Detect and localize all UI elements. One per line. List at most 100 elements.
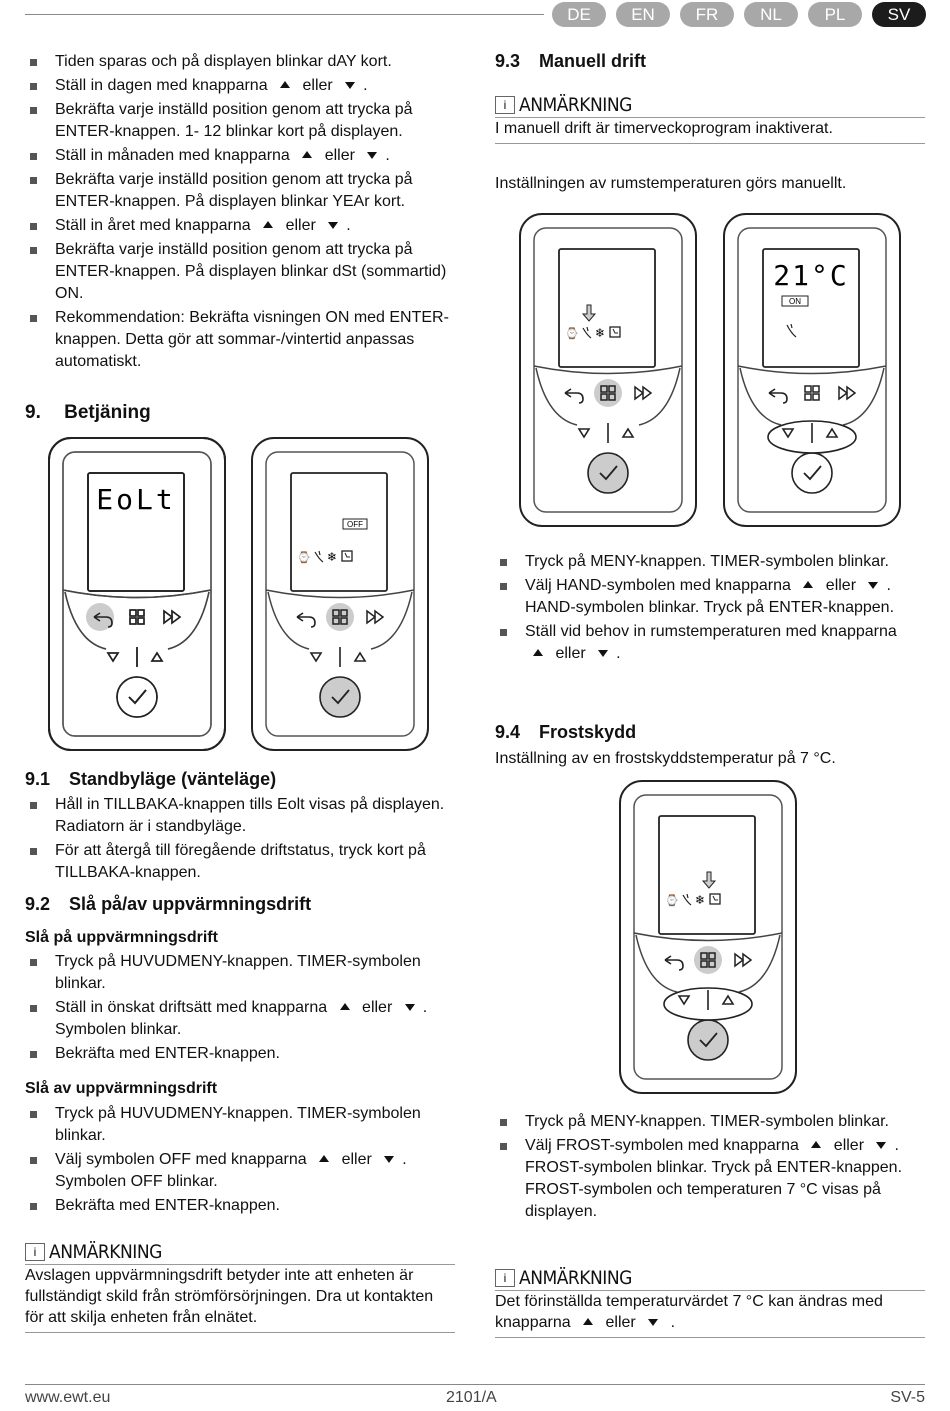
- lang-tab-fr[interactable]: FR: [680, 2, 734, 27]
- footer-rule: [25, 1384, 925, 1385]
- manual-mode-list: Tryck på MENY-knappen. TIMER-symbolen bl…: [495, 551, 925, 667]
- note-box: i ANMÄRKNING Avslagen uppvärmningsdrift …: [25, 1241, 455, 1333]
- thermostat-manual-select-illustration: [519, 213, 697, 527]
- arrow-down-icon: [701, 871, 717, 889]
- section-number: 9.1: [25, 769, 51, 789]
- list-item: För att återgå till föregående driftstat…: [25, 840, 455, 884]
- note-box: i ANMÄRKNING Det förinställda temperatur…: [495, 1267, 925, 1338]
- menu-button-highlight: [594, 379, 622, 407]
- note-text: I manuell drift är timerveckoprogram ina…: [495, 118, 925, 144]
- section-title: Manuell drift: [539, 51, 647, 71]
- list-item: Ställ in dagen med knapparna eller .: [25, 75, 455, 97]
- section-title: Standbyläge (vänteläge): [69, 769, 277, 789]
- thermostat-standby-illustration: EoLt: [48, 437, 226, 751]
- list-item: Bekräfta med ENTER-knappen.: [25, 1195, 455, 1217]
- section-9-1-body: Håll in TILLBAKA-knappen tills Eolt visa…: [25, 794, 455, 886]
- on-badge: ON: [789, 297, 801, 306]
- arrow-up-icon: [302, 151, 313, 159]
- arrow-up-icon: [811, 1141, 822, 1149]
- footer-doc-code: 2101/A: [446, 1389, 497, 1406]
- section-9-3-heading: 9.3 Manuell drift: [495, 51, 646, 72]
- arrow-up-icon: [803, 581, 814, 589]
- lang-tab-de[interactable]: DE: [552, 2, 606, 27]
- heating-on-subheading: Slå på uppvärmningsdrift: [25, 929, 218, 946]
- section-number: 9.2: [25, 894, 51, 914]
- list-item: Ställ in önskat driftsätt med knapparna …: [25, 997, 455, 1041]
- arrow-down-icon: [876, 1142, 887, 1150]
- ok-button-highlight: [320, 677, 360, 717]
- note-text: Avslagen uppvärmningsdrift betyder inte …: [25, 1265, 455, 1333]
- list-item: Tryck på MENY-knappen. TIMER-symbolen bl…: [495, 551, 925, 573]
- menu-button-highlight: [326, 603, 354, 631]
- ok-button-highlight: [588, 453, 628, 493]
- thermostat-manual-temp-illustration: 21°C ON: [723, 213, 901, 527]
- info-icon: i: [25, 1243, 45, 1261]
- list-item: Välj FROST-symbolen med knapparna eller …: [495, 1135, 925, 1223]
- frost-intro-text: Inställning av en frostskyddstemperatur …: [495, 750, 836, 767]
- off-badge: OFF: [347, 520, 363, 529]
- frost-list: Tryck på MENY-knappen. TIMER-symbolen bl…: [495, 1111, 925, 1225]
- section-number: 9.: [25, 402, 41, 423]
- arrow-down-icon: [328, 222, 339, 230]
- lang-tab-sv[interactable]: SV: [872, 2, 926, 27]
- intro-list: Tiden sparas och på displayen blinkar dA…: [25, 51, 455, 373]
- list-item: Rekommendation: Bekräfta visningen ON me…: [25, 307, 455, 373]
- section-number: 9.4: [495, 722, 521, 742]
- heating-off-list: Tryck på HUVUDMENY-knappen. TIMER-symbol…: [25, 1103, 455, 1219]
- section-title: Slå på/av uppvärmningsdrift: [69, 894, 312, 914]
- arrow-up-icon: [339, 1003, 350, 1011]
- left-column: Tiden sparas och på displayen blinkar dA…: [25, 51, 455, 375]
- lcd-temperature: 21°C: [773, 259, 848, 292]
- header-rule: [25, 14, 925, 15]
- menu-button-highlight: [694, 946, 722, 974]
- arrow-down-icon: [598, 650, 609, 658]
- thermostat-frost-illustration: [619, 780, 797, 1094]
- arrow-down-icon: [404, 1004, 415, 1012]
- footer-website[interactable]: www.ewt.eu: [25, 1389, 111, 1406]
- lang-tab-en[interactable]: EN: [616, 2, 670, 27]
- list-item: Bekräfta varje inställd position genom a…: [25, 169, 455, 213]
- footer-page-number: SV-5: [890, 1389, 925, 1406]
- list-item: Ställ in året med knapparna eller .: [25, 215, 455, 237]
- arrow-up-icon: [263, 221, 274, 229]
- list-item: Välj symbolen OFF med knapparna eller . …: [25, 1149, 455, 1193]
- list-item: Tiden sparas och på displayen blinkar dA…: [25, 51, 455, 73]
- section-9-heading: 9. Betjäning: [25, 402, 151, 424]
- note-title: ANMÄRKNING: [519, 1267, 632, 1289]
- up-down-highlight: [767, 420, 857, 454]
- list-item: Håll in TILLBAKA-knappen tills Eolt visa…: [25, 794, 455, 838]
- arrow-down-icon: [868, 582, 879, 590]
- list-item: Ställ in månaden med knapparna eller .: [25, 145, 455, 167]
- note-title: ANMÄRKNING: [519, 94, 632, 116]
- lang-tab-pl[interactable]: PL: [808, 2, 862, 27]
- arrow-down-icon: [345, 82, 356, 90]
- arrow-down-icon: [384, 1156, 395, 1164]
- list-item: Tryck på MENY-knappen. TIMER-symbolen bl…: [495, 1111, 925, 1133]
- lang-tab-nl[interactable]: NL: [744, 2, 798, 27]
- note-title: ANMÄRKNING: [49, 1241, 162, 1263]
- manual-mode-text: Inställningen av rumstemperaturen görs m…: [495, 175, 847, 192]
- list-item: Ställ vid behov in rumstemperaturen med …: [495, 621, 925, 665]
- list-item: Bekräfta varje inställd position genom a…: [25, 99, 455, 143]
- lcd-text: EoLt: [96, 483, 175, 516]
- section-title: Betjäning: [64, 402, 151, 423]
- arrow-down-icon: [581, 304, 597, 322]
- list-item: Bekräfta varje inställd position genom a…: [25, 239, 455, 305]
- heating-off-subheading: Slå av uppvärmningsdrift: [25, 1080, 218, 1097]
- arrow-up-icon: [280, 81, 291, 89]
- ok-button-highlight: [688, 1020, 728, 1060]
- language-tabs: DE EN FR NL PL SV: [544, 2, 926, 27]
- info-icon: i: [495, 96, 515, 114]
- arrow-down-icon: [367, 152, 378, 160]
- arrow-up-icon: [583, 1318, 594, 1326]
- thermostat-off-illustration: OFF: [251, 437, 429, 751]
- section-9-1-heading: 9.1 Standbyläge (vänteläge): [25, 769, 276, 790]
- list-item: Välj HAND-symbolen med knapparna eller .…: [495, 575, 925, 619]
- note-text: Det förinställda temperaturvärdet 7 °C k…: [495, 1291, 925, 1338]
- arrow-up-icon: [319, 1155, 330, 1163]
- list-item: Bekräfta med ENTER-knappen.: [25, 1043, 455, 1065]
- arrow-up-icon: [533, 649, 543, 657]
- heating-on-list: Tryck på HUVUDMENY-knappen. TIMER-symbol…: [25, 951, 455, 1067]
- arrow-down-icon: [648, 1319, 659, 1327]
- info-icon: i: [495, 1269, 515, 1287]
